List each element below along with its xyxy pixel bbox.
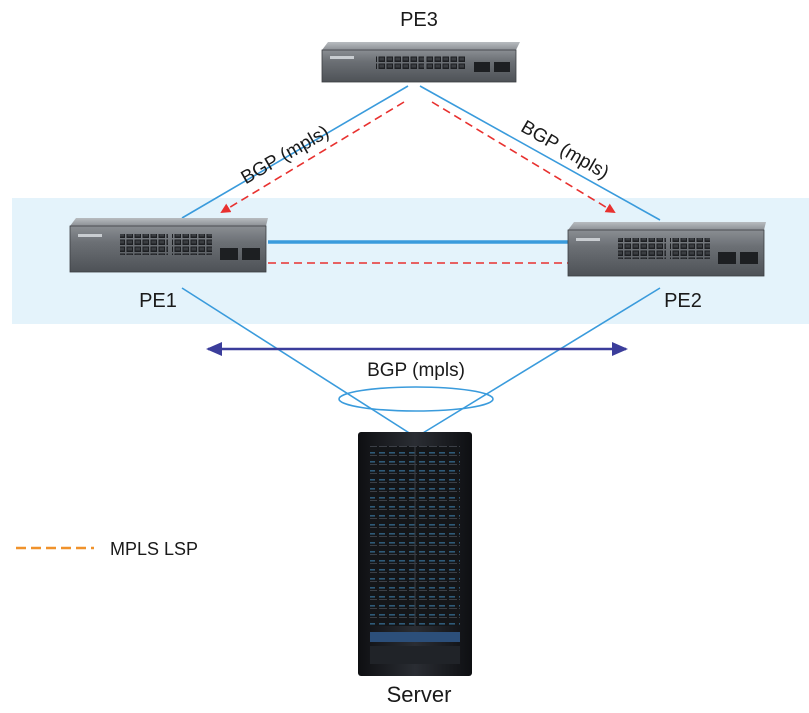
link-pe1-server (181, 287, 415, 437)
lsp-pe3-pe1 (220, 101, 405, 214)
pe3-switch[interactable] (321, 42, 520, 83)
server-rack-icon (358, 432, 472, 676)
bgp-link-pe3-pe1-label: BGP (mpls) (238, 122, 333, 189)
link-pe2-server (417, 287, 661, 437)
server-rack[interactable] (358, 432, 472, 676)
network-switch-icon (69, 218, 268, 273)
lag-bundle-ellipse (338, 386, 494, 412)
pe1-label: PE1 (139, 290, 177, 312)
network-switch-icon (321, 42, 520, 83)
pe1-switch[interactable] (69, 218, 268, 273)
pe3-label: PE3 (400, 9, 438, 31)
server-label: Server (387, 682, 452, 707)
pe2-switch[interactable] (567, 222, 766, 277)
bgp-link-pe3-pe1 (181, 85, 409, 219)
pe2-label: PE2 (664, 290, 702, 312)
bgp-link-pe3-pe2-label: BGP (mpls) (517, 117, 612, 184)
legend: MPLS LSP (16, 539, 198, 559)
legend-mpls-lsp-label: MPLS LSP (110, 539, 198, 559)
network-switch-icon (567, 222, 766, 277)
bgp-multihoming-label: BGP (mpls) (367, 360, 465, 381)
lsp-pe3-pe2 (431, 101, 616, 214)
bgp-link-pe3-pe2 (419, 85, 661, 221)
